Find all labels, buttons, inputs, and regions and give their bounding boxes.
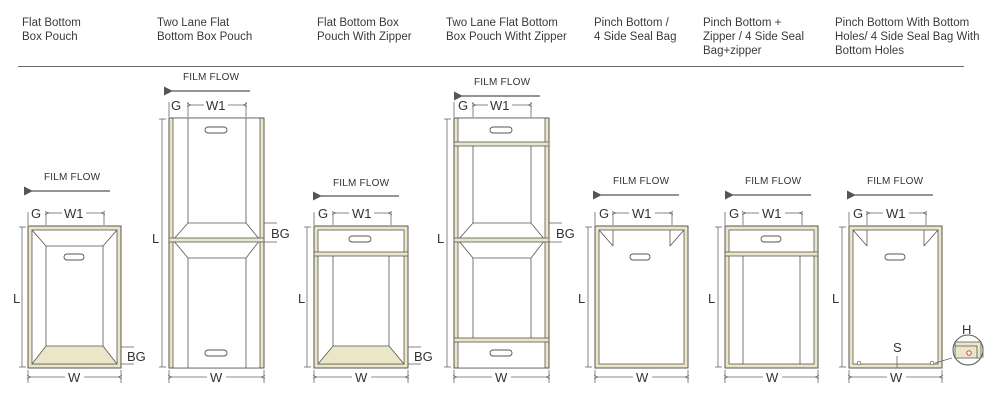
film-flow-label: FILM FLOW — [867, 176, 924, 187]
dim-w1-label: W1 — [64, 206, 84, 221]
dim-w-label: W — [636, 370, 649, 385]
diagram-two-lane-flat-bottom: FILM FLOW G W1 L BG W — [152, 72, 290, 385]
header-flat-bottom-box-pouch: Flat Bottom Box Pouch — [22, 17, 81, 43]
dim-l-label: L — [708, 291, 715, 306]
dim-g-label: G — [458, 98, 468, 113]
handle-hole — [489, 126, 513, 134]
dim-w1-label: W1 — [352, 206, 372, 221]
dim-h-label: H — [962, 322, 971, 337]
header-flat-bottom-zipper: Flat Bottom Box Pouch With Zipper — [317, 17, 412, 43]
header-two-lane-flat-bottom: Two Lane Flat Bottom Box Pouch — [157, 17, 253, 43]
bottom-hole — [929, 360, 935, 366]
dim-s-label: S — [893, 340, 902, 355]
dim-w-label: W — [355, 370, 368, 385]
dim-l-label: L — [437, 231, 444, 246]
diagram-flat-bottom-box-pouch: FILM FLOW G W1 L BG W — [13, 172, 146, 385]
diagram-two-lane-zipper: FILM FLOW G W1 L BG W — [437, 77, 575, 385]
handle-hole — [204, 126, 228, 134]
dim-bg-label: BG — [556, 226, 575, 241]
film-flow-label: FILM FLOW — [613, 176, 670, 187]
dim-w1-label: W1 — [762, 206, 782, 221]
dim-g-label: G — [853, 206, 863, 221]
header-divider — [18, 66, 964, 67]
diagram-pinch-bottom-holes: FILM FLOW G W1 S L W — [832, 176, 984, 385]
header-two-lane-zipper: Two Lane Flat Bottom Box Pouch Witht Zip… — [446, 17, 567, 43]
dim-g-label: G — [31, 206, 41, 221]
dim-w-label: W — [766, 370, 779, 385]
handle-hole — [884, 253, 906, 261]
dim-w1-label: W1 — [490, 98, 510, 113]
film-flow-label: FILM FLOW — [474, 77, 531, 88]
handle-hole — [489, 349, 513, 357]
handle-hole — [204, 349, 228, 357]
diagram-flat-bottom-zipper: FILM FLOW G W1 L BG W — [298, 178, 433, 385]
zipper-strip — [724, 251, 819, 257]
dim-w-label: W — [890, 370, 903, 385]
handle-hole — [348, 235, 372, 243]
dim-w-label: W — [68, 370, 81, 385]
dim-l-label: L — [298, 291, 305, 306]
dim-l-label: L — [152, 231, 159, 246]
zipper-strip — [313, 251, 409, 257]
dim-g-label: G — [599, 206, 609, 221]
dim-w-label: W — [495, 370, 508, 385]
bottom-hole — [856, 360, 862, 366]
dim-bg-label: BG — [271, 226, 290, 241]
header-pinch-bottom-zipper: Pinch Bottom + Zipper / 4 Side Seal Bag+… — [703, 17, 805, 57]
header-pinch-bottom-holes: Pinch Bottom With Bottom Holes/ 4 Side S… — [835, 17, 980, 57]
dim-w-label: W — [210, 370, 223, 385]
dim-g-label: G — [318, 206, 328, 221]
dim-l-label: L — [578, 291, 585, 306]
dim-bg-label: BG — [127, 349, 146, 364]
film-flow-label: FILM FLOW — [183, 72, 240, 83]
dim-bg-label: BG — [414, 349, 433, 364]
dim-w1-label: W1 — [632, 206, 652, 221]
handle-hole — [629, 253, 651, 261]
dim-w1-label: W1 — [886, 206, 906, 221]
film-flow-label: FILM FLOW — [745, 176, 802, 187]
dim-l-label: L — [832, 291, 839, 306]
zipper-strip — [453, 337, 550, 343]
diagram-pinch-bottom-zipper: FILM FLOW G W1 L W — [708, 176, 818, 385]
film-flow-label: FILM FLOW — [44, 172, 101, 183]
handle-hole — [63, 253, 85, 261]
dim-g-label: G — [729, 206, 739, 221]
handle-hole — [760, 235, 782, 243]
dim-w1-label: W1 — [206, 98, 226, 113]
dim-l-label: L — [13, 291, 20, 306]
dim-g-label: G — [171, 98, 181, 113]
header-pinch-bottom: Pinch Bottom / 4 Side Seal Bag — [594, 17, 677, 43]
diagram-pinch-bottom: FILM FLOW G W1 L W — [578, 176, 688, 385]
film-flow-label: FILM FLOW — [333, 178, 390, 189]
zipper-strip — [453, 141, 550, 147]
